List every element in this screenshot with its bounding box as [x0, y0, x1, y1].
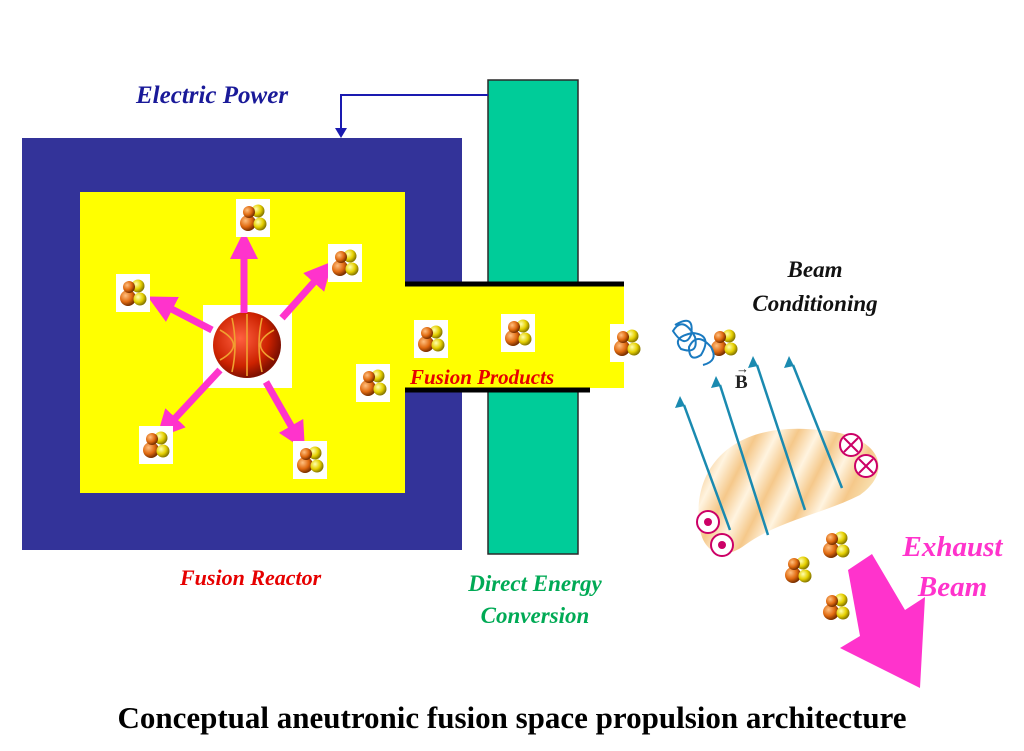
beam-conditioning-line2: Conditioning: [752, 291, 878, 316]
exhaust-beam-label: Exhaust Beam: [885, 527, 1020, 607]
magnetic-field-symbol: → B: [735, 362, 749, 394]
beam-conditioning-label: Beam Conditioning: [735, 253, 895, 321]
exhaust-beam-arrow: [840, 554, 925, 688]
emission-arrows: [147, 231, 333, 451]
magnetic-field-symbol-text: B: [735, 372, 748, 393]
direct-energy-conversion-line1: Direct Energy: [468, 571, 602, 596]
beam-conditioning-line1: Beam: [787, 257, 843, 282]
field-line-arrowheads: [675, 356, 794, 408]
exhaust-beam-line1: Exhaust: [902, 531, 1003, 563]
helix-trajectory-icon: [671, 319, 715, 366]
direct-energy-conversion-line2: Conversion: [480, 603, 590, 628]
vector-arrow-icon: →: [736, 361, 749, 376]
plasma-core-icon: [213, 312, 281, 378]
fusion-reactor-label: Fusion Reactor: [180, 565, 322, 590]
diagram-title: Conceptual aneutronic fusion space propu…: [117, 700, 907, 735]
field-in-symbol-icon: [839, 433, 878, 478]
magnetic-field-lines: [682, 364, 844, 536]
field-out-symbol-icon: [696, 510, 734, 557]
exhaust-beam-line2: Beam: [917, 571, 988, 603]
direct-energy-conversion-label: Direct Energy Conversion: [440, 568, 630, 632]
electric-power-label: Electric Power: [136, 82, 289, 109]
fusion-products-label: Fusion Products: [410, 365, 555, 389]
reactor-core-region: [80, 192, 624, 493]
electric-power-feed-line: [340, 94, 488, 130]
electric-power-arrowhead: [335, 128, 347, 138]
